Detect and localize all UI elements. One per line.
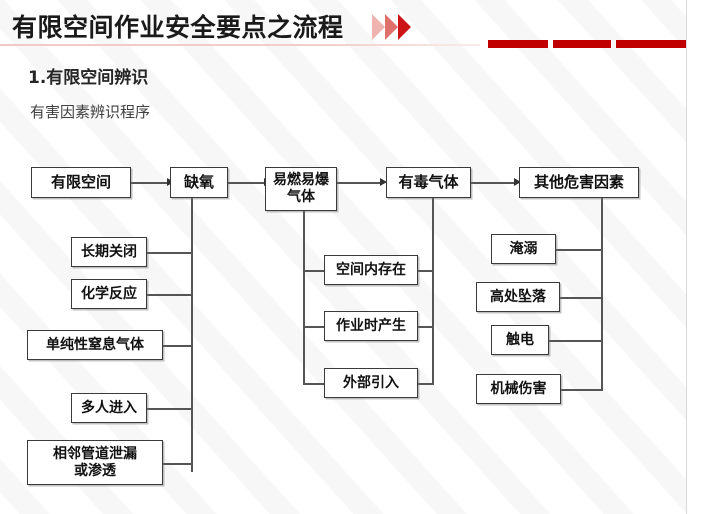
section-subtitle: 有害因素辨识程序 bbox=[30, 103, 151, 121]
branch-oxygen-4 bbox=[147, 408, 192, 410]
header-divider bbox=[0, 44, 480, 46]
slide-right-border bbox=[686, 0, 687, 514]
chevron-right-icon-2 bbox=[385, 14, 398, 40]
slide-right-margin bbox=[687, 0, 701, 514]
node-fall-from-height[interactable]: 高处坠落 bbox=[476, 282, 560, 312]
arrow-n4-n5 bbox=[514, 178, 521, 186]
header-accent-bar-2 bbox=[553, 40, 611, 48]
node-flammable-gas[interactable]: 易燃易爆 气体 bbox=[265, 167, 337, 211]
node-oxygen-deficiency[interactable]: 缺氧 bbox=[170, 167, 228, 198]
branch-oxygen-1 bbox=[147, 252, 192, 254]
node-adjacent-pipe-leak[interactable]: 相邻管道泄漏 或渗透 bbox=[27, 440, 163, 485]
trunk-gas-right bbox=[432, 197, 434, 385]
header-accent-bar-3 bbox=[616, 40, 686, 48]
triple-chevron-right-icon bbox=[372, 14, 424, 40]
node-confined-space[interactable]: 有限空间 bbox=[31, 167, 131, 198]
connector-n4-n5 bbox=[471, 182, 515, 184]
connector-n3-n4 bbox=[337, 182, 381, 184]
node-electric-shock[interactable]: 触电 bbox=[491, 325, 549, 355]
branch-oxygen-2 bbox=[147, 294, 192, 296]
branch-other-3 bbox=[549, 340, 602, 342]
trunk-oxygen bbox=[191, 197, 193, 472]
node-long-term-closure[interactable]: 长期关闭 bbox=[71, 237, 147, 267]
node-chemical-reaction[interactable]: 化学反应 bbox=[71, 279, 147, 309]
branch-gas-right-2 bbox=[418, 326, 433, 328]
connector-n2-n3 bbox=[228, 182, 265, 184]
node-generated-during-work[interactable]: 作业时产生 bbox=[324, 311, 418, 341]
node-toxic-gas[interactable]: 有毒气体 bbox=[386, 167, 471, 198]
node-simple-asphyxiant-gas[interactable]: 单纯性窒息气体 bbox=[27, 330, 163, 360]
flowchart: 有限空间 缺氧 易燃易爆 气体 有毒气体 其他危害因素 长期关闭 化学反应 单纯… bbox=[27, 167, 639, 485]
node-multiple-entrants[interactable]: 多人进入 bbox=[71, 393, 147, 423]
trunk-gas-left bbox=[303, 210, 305, 385]
trunk-other bbox=[601, 197, 603, 391]
branch-oxygen-3 bbox=[163, 345, 192, 347]
branch-gas-right-3 bbox=[418, 383, 433, 385]
branch-oxygen-5 bbox=[163, 463, 192, 465]
branch-other-1 bbox=[556, 249, 602, 251]
branch-gas-right-1 bbox=[418, 270, 433, 272]
branch-other-4 bbox=[561, 389, 602, 391]
chevron-right-icon-3 bbox=[398, 14, 411, 40]
page-title: 有限空间作业安全要点之流程 bbox=[12, 13, 344, 42]
section-heading: 1.有限空间辨识 bbox=[28, 68, 149, 88]
node-drowning[interactable]: 淹溺 bbox=[491, 234, 556, 264]
node-existing-in-space[interactable]: 空间内存在 bbox=[324, 255, 418, 285]
slide-header: 有限空间作业安全要点之流程 bbox=[0, 0, 686, 48]
node-other-hazards[interactable]: 其他危害因素 bbox=[519, 167, 639, 198]
connector-n1-n2 bbox=[131, 182, 168, 184]
arrow-n3-n4 bbox=[380, 178, 387, 186]
branch-gas-left-1 bbox=[303, 270, 324, 272]
header-accent-bar-1 bbox=[488, 40, 548, 48]
branch-gas-left-3 bbox=[303, 383, 324, 385]
branch-gas-left-2 bbox=[303, 326, 324, 328]
node-external-introduction[interactable]: 外部引入 bbox=[324, 368, 418, 398]
node-mechanical-injury[interactable]: 机械伤害 bbox=[476, 374, 561, 404]
branch-other-2 bbox=[560, 297, 602, 299]
chevron-right-icon-1 bbox=[372, 14, 385, 40]
